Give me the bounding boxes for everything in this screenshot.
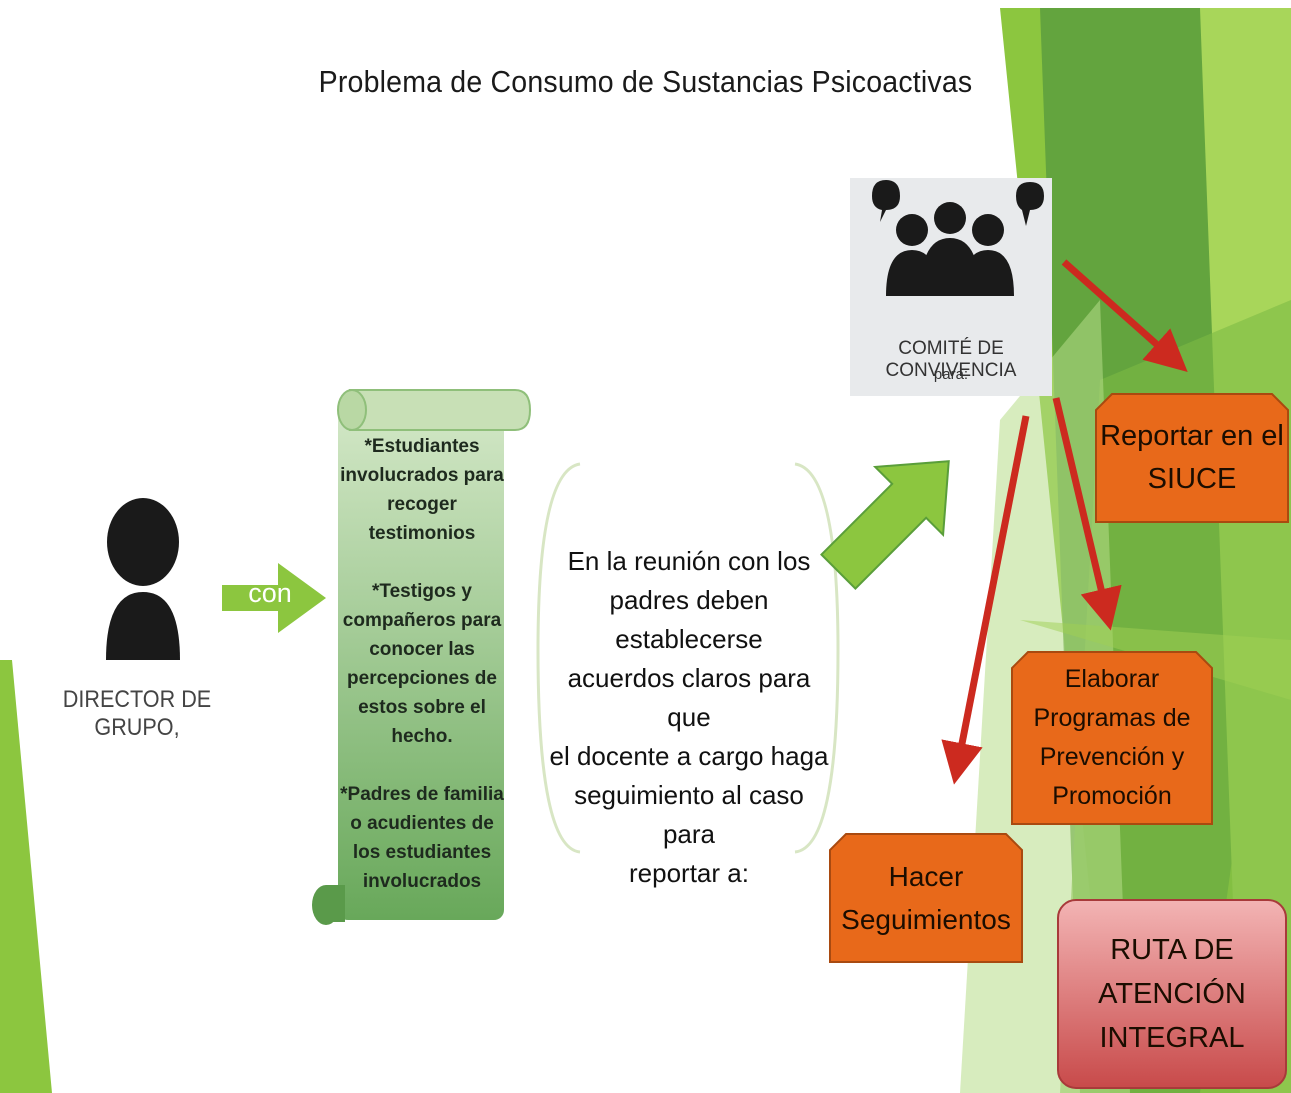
- action-box-hacer: Hacer Seguimientos: [841, 861, 1011, 935]
- action-box-elaborar: Elaborar Programas de Prevención y Promo…: [1033, 665, 1191, 810]
- group-chat-icon: [872, 180, 1044, 296]
- con-arrow-label: con: [248, 578, 292, 608]
- person-silhouette-icon: [106, 498, 180, 660]
- action-box-siuce: Reportar en el SIUCE: [1100, 420, 1284, 495]
- committee-sublabel: para:: [933, 366, 969, 383]
- committee-card: [850, 178, 1052, 396]
- scroll-shape: [312, 389, 532, 925]
- director-label: DIRECTOR DE GRUPO,: [62, 686, 212, 741]
- committee-label: COMITÉ DE CONVIVENCIA: [885, 338, 1017, 381]
- meeting-text: En la reunión con los padres deben estab…: [549, 546, 829, 888]
- ruta-box: RUTA DE ATENCIÓN INTEGRAL: [1098, 934, 1246, 1054]
- page-title: Problema de Consumo de Sustancias Psicoa…: [318, 64, 973, 99]
- scroll-text: *Estudiantes involucrados para recoger t…: [340, 436, 504, 892]
